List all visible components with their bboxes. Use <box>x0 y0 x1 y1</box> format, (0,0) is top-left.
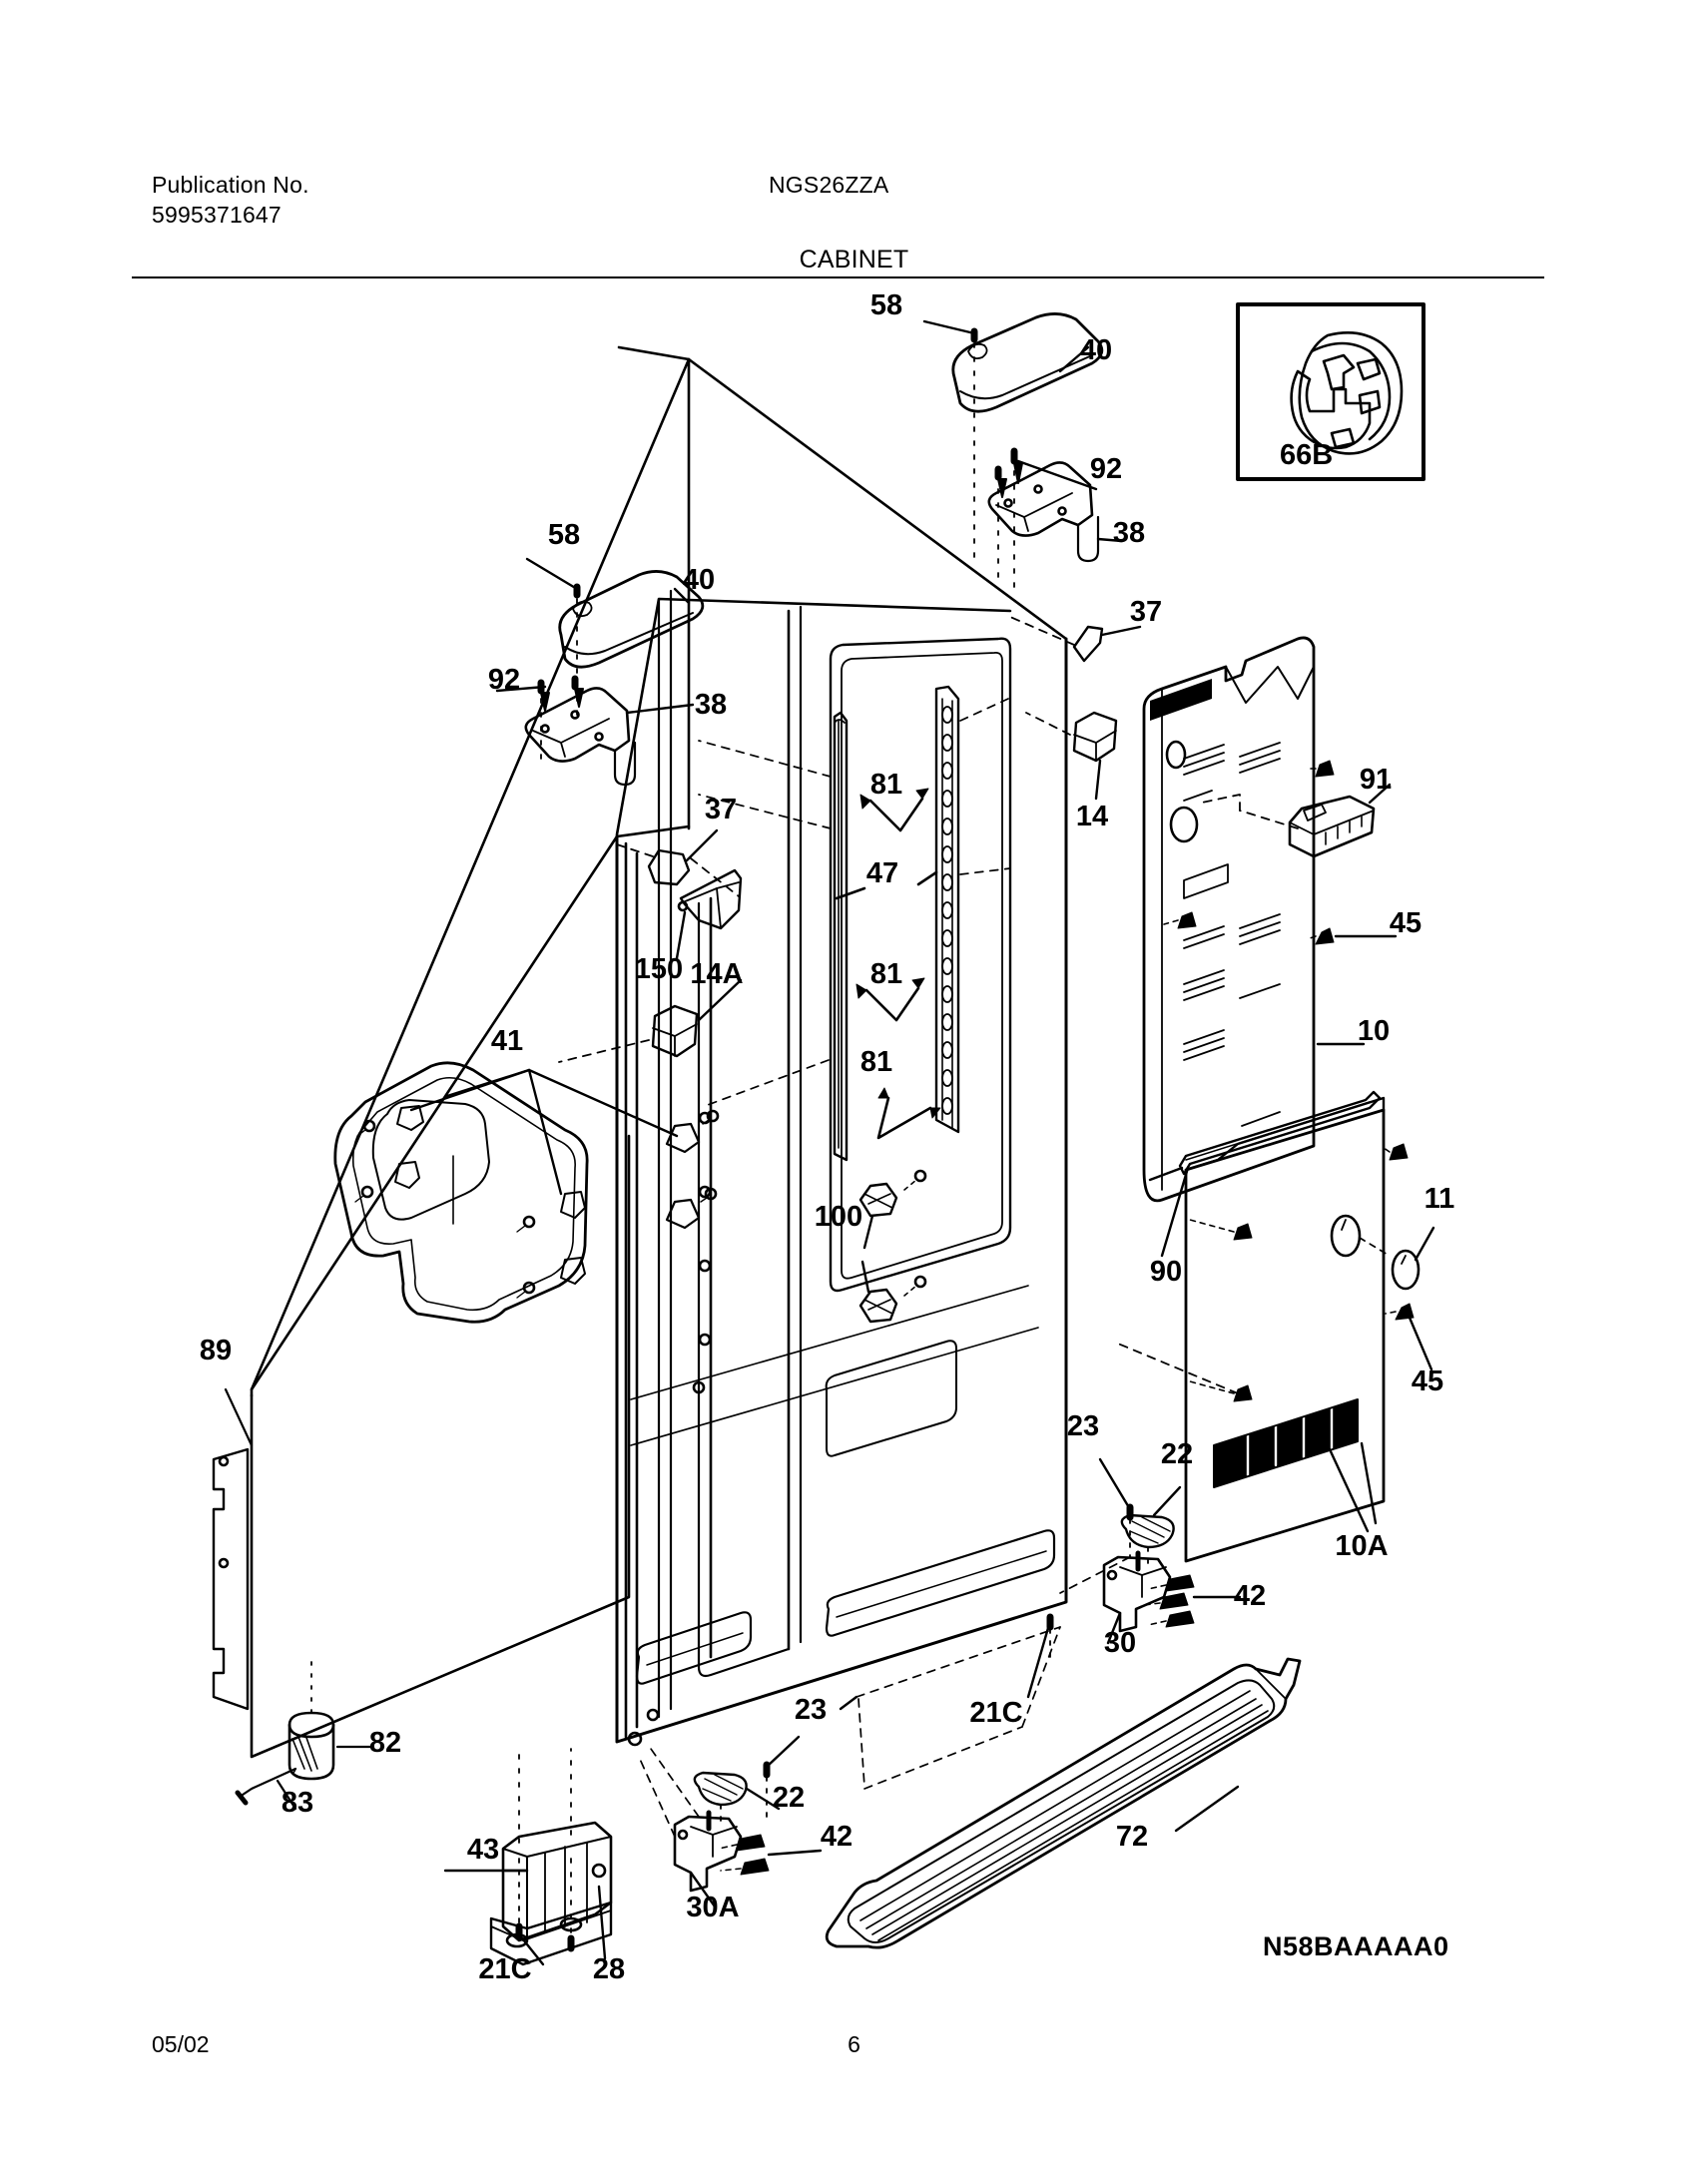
publication-number: 5995371647 <box>152 202 282 228</box>
callout-91: 91 <box>1360 764 1392 796</box>
callout-89: 89 <box>200 1335 232 1366</box>
callout-14: 14 <box>1076 801 1108 832</box>
callout-14A: 14A <box>690 958 743 990</box>
callout-81: 81 <box>860 1046 892 1078</box>
callout-150: 150 <box>635 953 683 985</box>
callout-37: 37 <box>1130 596 1162 628</box>
callout-72: 72 <box>1116 1821 1148 1853</box>
callout-43: 43 <box>467 1834 499 1866</box>
page-title: CABINET <box>799 246 909 273</box>
callout-42: 42 <box>821 1821 853 1853</box>
callout-58: 58 <box>870 289 902 321</box>
callout-92: 92 <box>1090 453 1122 485</box>
callout-92: 92 <box>488 664 520 696</box>
callout-41: 41 <box>491 1025 523 1057</box>
model-number: NGS26ZZA <box>769 172 889 198</box>
callout-40: 40 <box>683 564 715 596</box>
callout-21C: 21C <box>478 1953 531 1985</box>
callout-45: 45 <box>1390 907 1422 939</box>
callout-58: 58 <box>548 519 580 551</box>
callout-81: 81 <box>870 769 902 801</box>
callout-81: 81 <box>870 958 902 990</box>
callout-10: 10 <box>1358 1015 1390 1047</box>
callout-22: 22 <box>773 1782 805 1814</box>
callout-10A: 10A <box>1335 1530 1388 1562</box>
inset-label-66B: 66B <box>1280 439 1333 471</box>
callout-90: 90 <box>1150 1256 1182 1288</box>
publication-block: Publication No. 5995371647 <box>152 170 309 230</box>
callout-83: 83 <box>282 1787 313 1819</box>
diagram-code: N58BAAAAA0 <box>1263 1931 1449 1961</box>
callout-30: 30 <box>1104 1627 1136 1659</box>
callout-40: 40 <box>1080 334 1112 366</box>
callout-23: 23 <box>1067 1410 1099 1442</box>
callout-21C: 21C <box>969 1697 1022 1729</box>
callout-11: 11 <box>1424 1183 1455 1215</box>
footer-page-number: 6 <box>848 2031 860 2057</box>
callout-82: 82 <box>369 1727 401 1759</box>
callout-100: 100 <box>815 1201 862 1233</box>
callout-28: 28 <box>593 1953 625 1985</box>
publication-label: Publication No. <box>152 172 309 198</box>
callout-45: 45 <box>1412 1365 1443 1397</box>
title-divider <box>132 276 1544 279</box>
callout-23: 23 <box>795 1694 827 1726</box>
callout-22: 22 <box>1161 1438 1193 1470</box>
callout-47: 47 <box>866 857 898 889</box>
footer-date: 05/02 <box>152 2031 210 2057</box>
callout-30A: 30A <box>686 1892 739 1923</box>
callout-37: 37 <box>705 794 737 825</box>
callout-38: 38 <box>1113 517 1145 549</box>
callout-38: 38 <box>695 689 727 721</box>
callout-42: 42 <box>1234 1580 1266 1612</box>
